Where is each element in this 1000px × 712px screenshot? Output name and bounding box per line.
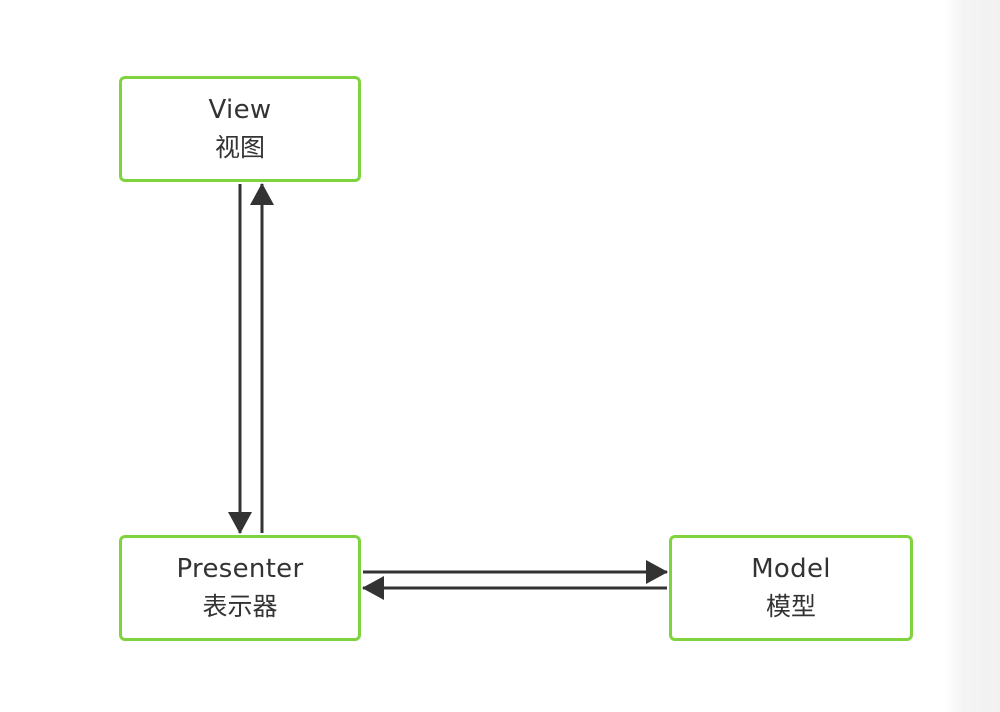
- presenter-label-en: Presenter: [176, 554, 304, 584]
- model-label-zh: 模型: [765, 592, 816, 621]
- view-label-en: View: [208, 95, 272, 125]
- model-label-en: Model: [751, 554, 831, 584]
- model-node: Model 模型: [669, 535, 913, 641]
- view-node: View 视图: [119, 76, 361, 182]
- presenter-node: Presenter 表示器: [119, 535, 361, 641]
- view-label-zh: 视图: [214, 133, 265, 162]
- page-edge-shadow: [944, 0, 1000, 712]
- presenter-label-zh: 表示器: [202, 592, 278, 621]
